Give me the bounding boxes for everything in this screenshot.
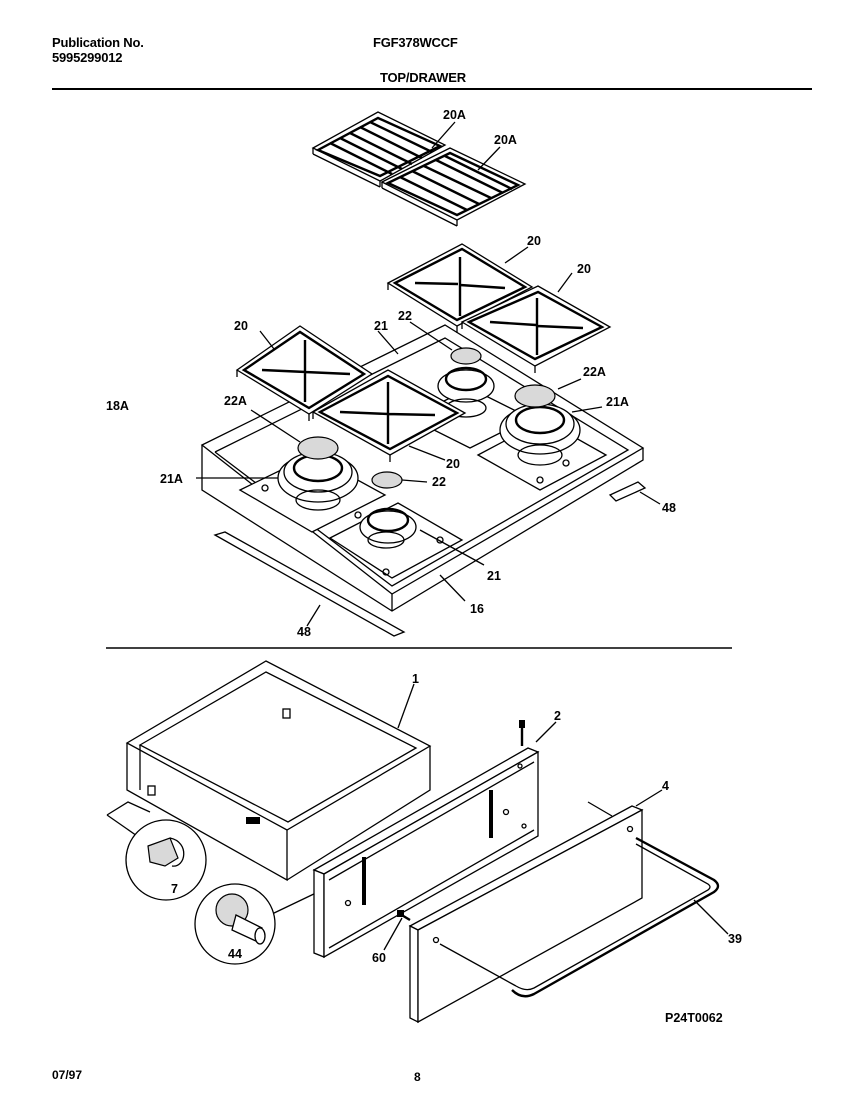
callout-21-a: 21	[374, 319, 388, 333]
callout-44: 44	[228, 947, 242, 961]
callout-39: 39	[728, 932, 742, 946]
figure-code: P24T0062	[665, 1011, 723, 1025]
callout-1: 1	[412, 672, 419, 686]
callout-7: 7	[171, 882, 178, 896]
griddle-grate-20A-left	[311, 111, 447, 188]
callout-22-a: 22	[398, 309, 412, 323]
callout-20-b: 20	[577, 262, 591, 276]
burner-grate-20-rear-right	[460, 285, 612, 373]
drawer-1	[125, 660, 432, 882]
burner-cap-22A-left	[297, 436, 339, 460]
page-number: 8	[414, 1070, 421, 1084]
callout-4: 4	[662, 779, 669, 793]
callout-20A-b: 20A	[494, 133, 517, 147]
burner-cap-22-front	[371, 471, 403, 489]
side-trim-48-right	[608, 481, 647, 502]
callout-21-b: 21	[487, 569, 501, 583]
footer-date: 07/97	[52, 1068, 83, 1082]
drawer-bumper-44	[194, 883, 319, 965]
griddle-grate-20A-right	[380, 147, 527, 227]
callout-2: 2	[554, 709, 561, 723]
leader-20A-b	[477, 146, 501, 171]
leader-20A-a	[431, 121, 456, 149]
burner-grate-20-front-left	[235, 325, 374, 421]
callout-18A: 18A	[106, 399, 129, 413]
callout-48-a: 48	[662, 501, 676, 515]
drawer-handle-39	[511, 836, 720, 998]
callout-21A-a: 21A	[606, 395, 629, 409]
burner-21-front	[359, 507, 417, 549]
callout-20A-a: 20A	[443, 108, 466, 122]
callout-20-a: 20	[527, 234, 541, 248]
callout-16: 16	[470, 602, 484, 616]
publication-number: 5995299012	[52, 50, 123, 65]
model-number: FGF378WCCF	[373, 35, 458, 50]
drawer-roller-7	[106, 801, 207, 901]
burner-21A-left	[277, 451, 359, 511]
callout-22-b: 22	[432, 475, 446, 489]
callout-60: 60	[372, 951, 386, 965]
callout-20-c: 20	[234, 319, 248, 333]
callout-20-d: 20	[446, 457, 460, 471]
section-title: TOP/DRAWER	[380, 70, 466, 85]
callout-22A-a: 22A	[583, 365, 606, 379]
callout-21A-b: 21A	[160, 472, 183, 486]
drawer-panel-2	[312, 747, 540, 959]
leader-60	[383, 917, 403, 951]
top-leaders	[196, 246, 661, 627]
burner-grate-20-front-right	[311, 369, 467, 462]
screw	[519, 720, 525, 746]
drawer-pin-60	[397, 910, 411, 922]
leader-39	[693, 899, 729, 935]
publication-label: Publication No.	[52, 35, 144, 50]
leader-1	[397, 683, 415, 729]
burner-cap-22A-right	[514, 384, 556, 408]
drawer-front-4	[408, 801, 644, 1024]
callout-22A-b: 22A	[224, 394, 247, 408]
burner-21A-right	[499, 403, 581, 466]
leader-2	[535, 721, 557, 743]
callout-48-b: 48	[297, 625, 311, 639]
burner-cap-22-rear	[450, 347, 482, 365]
leader-4	[635, 789, 663, 807]
side-trim-48-front	[213, 531, 406, 637]
burner-21-rear	[437, 366, 495, 418]
